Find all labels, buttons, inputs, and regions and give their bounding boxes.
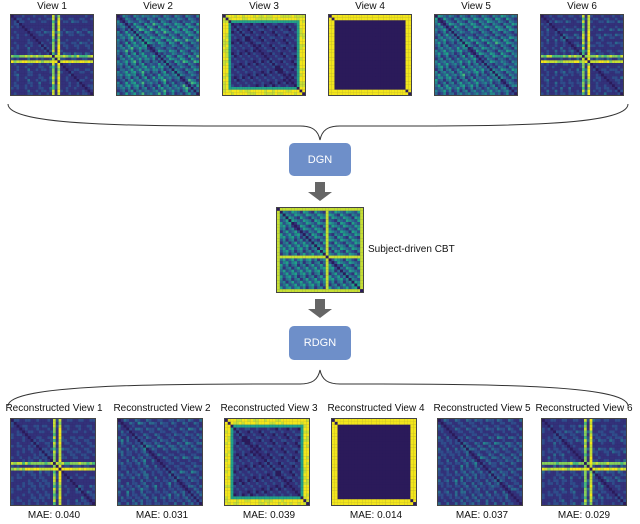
view-title-4: View 4 <box>355 1 385 12</box>
top-brace <box>7 103 629 141</box>
recon-heatmap-5 <box>437 418 523 506</box>
arrow-cbt-to-rdgn <box>308 299 332 318</box>
recon-heatmap-6 <box>541 418 627 506</box>
cbt-label: Subject-driven CBT <box>368 244 455 255</box>
recon-title-1: Reconstructed View 1 <box>5 403 103 414</box>
recon-heatmap-3 <box>224 418 310 506</box>
view-title-3: View 3 <box>249 1 279 12</box>
arrow-dgn-to-cbt <box>308 182 332 201</box>
view-heatmap-3 <box>222 14 306 96</box>
view-heatmap-2 <box>116 14 200 96</box>
recon-title-2: Reconstructed View 2 <box>113 403 211 414</box>
bottom-brace <box>7 369 629 407</box>
view-heatmap-6 <box>540 14 624 96</box>
view-title-2: View 2 <box>143 1 173 12</box>
view-title-6: View 6 <box>567 1 597 12</box>
recon-title-4: Reconstructed View 4 <box>327 403 425 414</box>
cbt-heatmap <box>276 207 364 293</box>
recon-title-6: Reconstructed View 6 <box>535 403 633 414</box>
recon-heatmap-4 <box>331 418 417 506</box>
view-heatmap-1 <box>10 14 94 96</box>
recon-heatmap-1 <box>10 418 96 506</box>
view-title-1: View 1 <box>37 1 67 12</box>
recon-title-5: Reconstructed View 5 <box>433 403 531 414</box>
rdgn-box: RDGN <box>289 326 351 360</box>
dgn-box: DGN <box>289 143 351 176</box>
recon-title-3: Reconstructed View 3 <box>220 403 318 414</box>
recon-mae-1: MAE: 0.040 <box>27 510 81 521</box>
recon-mae-6: MAE: 0.029 <box>557 510 611 521</box>
recon-heatmap-2 <box>117 418 203 506</box>
recon-mae-4: MAE: 0.014 <box>349 510 403 521</box>
view-heatmap-5 <box>434 14 518 96</box>
recon-mae-3: MAE: 0.039 <box>242 510 296 521</box>
recon-mae-2: MAE: 0.031 <box>135 510 189 521</box>
recon-mae-5: MAE: 0.037 <box>455 510 509 521</box>
view-heatmap-4 <box>328 14 412 96</box>
view-title-5: View 5 <box>461 1 491 12</box>
